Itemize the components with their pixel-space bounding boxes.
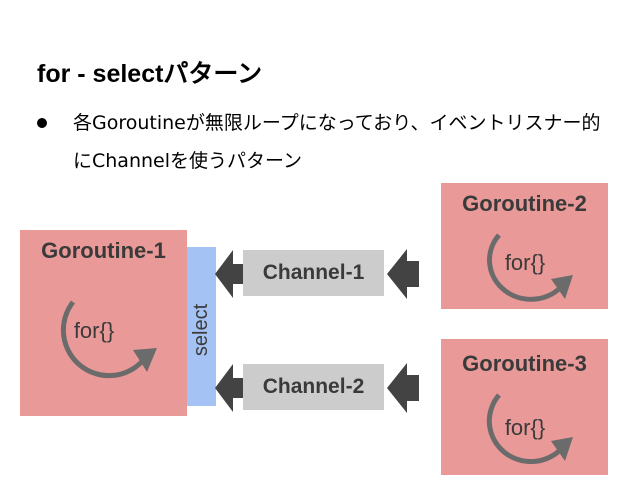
goroutine-2-title: Goroutine-2 — [462, 191, 587, 216]
channel-1-right-arrow-icon — [387, 249, 419, 299]
goroutine-2-box: Goroutine-2 for{} — [441, 183, 608, 309]
loop-arrow-icon — [60, 300, 157, 379]
channel-1: Channel-1 — [243, 250, 384, 296]
goroutine-2-loop-label: for{} — [504, 250, 546, 275]
bullet-dot — [37, 118, 47, 128]
goroutine-3-box: Goroutine-3 for{} — [441, 339, 608, 475]
channel-2-left-arrow-icon — [215, 364, 245, 412]
select-bar — [187, 247, 216, 406]
goroutine-3-loop-label: for{} — [504, 415, 546, 440]
channel-2: Channel-2 — [243, 364, 384, 410]
loop-arrow-icon — [486, 393, 573, 465]
goroutine-1-box: Goroutine-1 for{} — [20, 230, 187, 416]
goroutine-1-title: Goroutine-1 — [41, 238, 166, 263]
channel-2-right-arrow-icon — [387, 363, 419, 413]
channel-1-left-arrow-icon — [215, 250, 245, 298]
bullet-text: 各Goroutineが無限ループになっており、イベントリスナー的にChannel… — [73, 112, 601, 172]
loop-arrow-icon — [487, 233, 573, 302]
goroutine-3-title: Goroutine-3 — [462, 351, 587, 376]
goroutine-1-loop-label: for{} — [73, 318, 115, 343]
slide-title: for - selectパターン — [37, 60, 263, 88]
select-label: select — [190, 303, 212, 357]
